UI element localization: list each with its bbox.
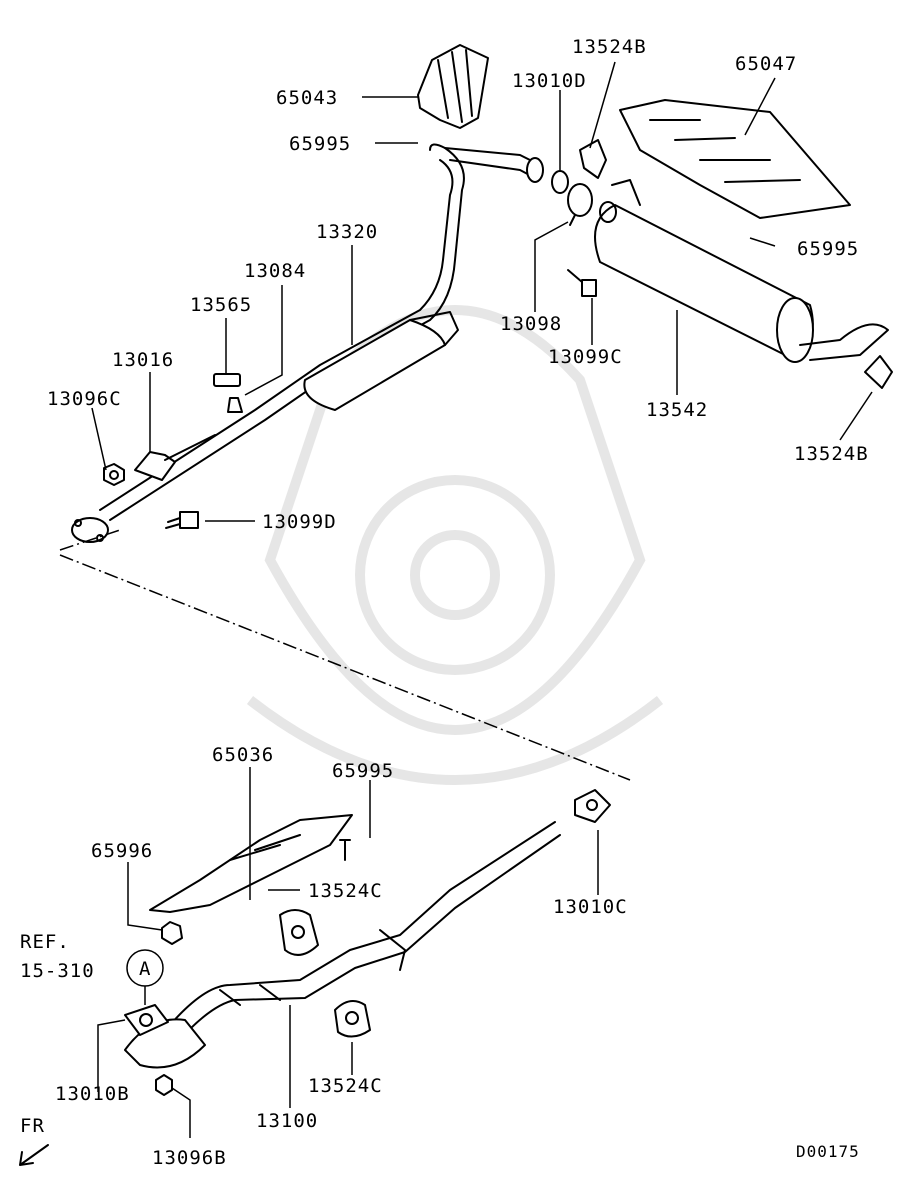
clip-13565 [213,373,241,387]
label-13524C-bottom: 13524C [308,1075,383,1097]
label-13099C: 13099C [548,346,623,368]
label-65036: 65036 [212,744,274,766]
label-ref-circle: A [139,958,151,980]
gasket-13010B [124,1004,169,1036]
heat-shield-65043 [417,44,489,129]
diagram-id: D00175 [796,1142,860,1161]
label-65043: 65043 [276,87,338,109]
label-65047: 65047 [735,53,797,75]
hanger-13524B-right [864,355,893,389]
label-13010C: 13010C [553,896,628,918]
gasket-13010C [574,789,611,823]
clip-65995-bottom [339,839,351,861]
nut-13096C [103,463,125,486]
watermark-emblem [246,305,664,785]
bolt-13099C [567,269,597,297]
label-13524B-top: 13524B [572,36,647,58]
label-65996: 65996 [91,840,153,862]
label-13524C-top: 13524C [308,880,383,902]
label-13096B: 13096B [152,1147,227,1169]
label-ref-line1: REF. [20,931,70,953]
center-pipe-13320 [71,143,544,543]
label-13524B-right: 13524B [794,443,869,465]
label-13010D: 13010D [512,70,587,92]
label-13098: 13098 [500,313,562,335]
label-65995-top: 65995 [289,133,351,155]
label-13099D: 13099D [262,511,337,533]
label-65995-right: 65995 [797,238,859,260]
label-13096C: 13096C [47,388,122,410]
label-front: FR [20,1115,45,1137]
nut-65996 [161,921,183,945]
label-65995-bottom: 65995 [332,760,394,782]
hanger-13524B-top [579,139,607,179]
label-13084: 13084 [244,260,306,282]
heat-shield-65036 [149,814,353,913]
hanger-13524C-top [279,909,319,956]
bolt-13099D [165,511,199,529]
label-13320: 13320 [316,221,378,243]
label-13565: 13565 [190,294,252,316]
front-arrow-icon [19,1144,49,1166]
leader-lines [91,61,873,1138]
hanger-13524C-bottom [334,1000,371,1038]
label-ref-line2: 15-310 [20,960,95,982]
bolt-13084 [227,397,243,413]
label-13016: 13016 [112,349,174,371]
gasket-13010D [551,170,569,194]
label-13542: 13542 [646,399,708,421]
label-13010B: 13010B [55,1083,130,1105]
bracket-13016 [134,434,216,481]
connection-line [59,529,631,781]
clamp-13098 [567,183,593,226]
heat-shield-65047 [619,99,851,219]
nut-13096B [155,1074,173,1096]
muffler-13542 [594,179,889,363]
label-13100: 13100 [256,1110,318,1132]
